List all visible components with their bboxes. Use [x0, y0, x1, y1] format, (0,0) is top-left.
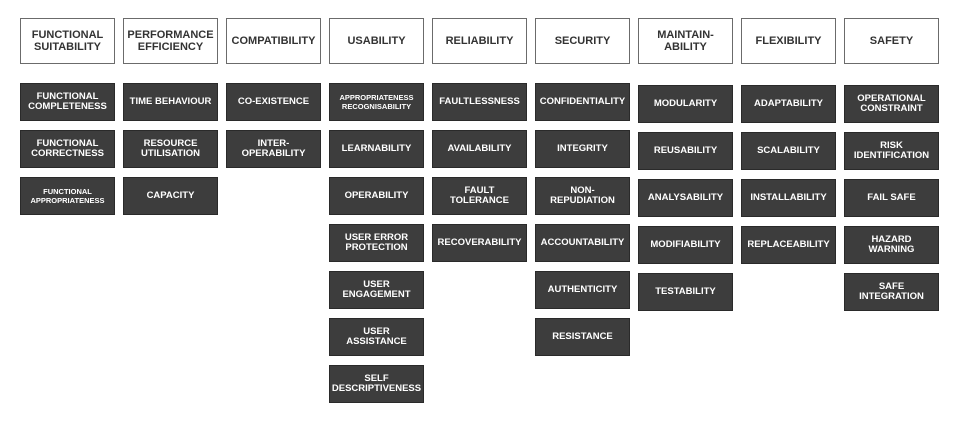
column-header: FUNCTIONAL SUITABILITY: [20, 18, 115, 64]
characteristic-box: HAZARD WARNING: [844, 226, 939, 264]
column-header: RELIABILITY: [432, 18, 527, 64]
characteristic-box: CAPACITY: [123, 177, 218, 215]
characteristic-box: TIME BEHAVIOUR: [123, 83, 218, 121]
characteristic-box: FAULTLESSNESS: [432, 83, 527, 121]
characteristic-box: ACCOUNTABILITY: [535, 224, 630, 262]
characteristic-box: INSTALLABILITY: [741, 179, 836, 217]
characteristic-box: APPROPRIATENESS RECOGNISABILITY: [329, 83, 424, 121]
characteristic-box: TESTABILITY: [638, 273, 733, 311]
column-header: USABILITY: [329, 18, 424, 64]
characteristic-box: FAULT TOLERANCE: [432, 177, 527, 215]
characteristic-box: AUTHENTICITY: [535, 271, 630, 309]
column-header: MAINTAIN- ABILITY: [638, 18, 733, 64]
characteristic-box: FUNCTIONAL APPROPRIATENESS: [20, 177, 115, 215]
characteristic-box: OPERABILITY: [329, 177, 424, 215]
characteristic-box: LEARNABILITY: [329, 130, 424, 168]
characteristic-box: RESISTANCE: [535, 318, 630, 356]
characteristic-box: USER ASSISTANCE: [329, 318, 424, 356]
characteristic-box: REUSABILITY: [638, 132, 733, 170]
characteristic-box: FUNCTIONAL CORRECTNESS: [20, 130, 115, 168]
characteristic-box: INTER- OPERABILITY: [226, 130, 321, 168]
column-header: FLEXIBILITY: [741, 18, 836, 64]
characteristic-box: AVAILABILITY: [432, 130, 527, 168]
characteristic-box: CONFIDENTIALITY: [535, 83, 630, 121]
characteristic-box: SAFE INTEGRATION: [844, 273, 939, 311]
characteristic-box: REPLACEABILITY: [741, 226, 836, 264]
characteristic-box: MODIFIABILITY: [638, 226, 733, 264]
characteristic-box: FUNCTIONAL COMPLETENESS: [20, 83, 115, 121]
characteristic-box: NON-REPUDIATION: [535, 177, 630, 215]
characteristic-box: SELF DESCRIPTIVENESS: [329, 365, 424, 403]
column-header: SAFETY: [844, 18, 939, 64]
characteristic-box: RESOURCE UTILISATION: [123, 130, 218, 168]
characteristic-box: ANALYSABILITY: [638, 179, 733, 217]
characteristic-box: RISK IDENTIFICATION: [844, 132, 939, 170]
characteristic-box: SCALABILITY: [741, 132, 836, 170]
characteristic-box: USER ENGAGEMENT: [329, 271, 424, 309]
characteristic-box: CO-EXISTENCE: [226, 83, 321, 121]
characteristic-box: MODULARITY: [638, 85, 733, 123]
column-header: COMPATIBILITY: [226, 18, 321, 64]
characteristic-box: OPERATIONAL CONSTRAINT: [844, 85, 939, 123]
column-header: PERFORMANCE EFFICIENCY: [123, 18, 218, 64]
characteristic-box: USER ERROR PROTECTION: [329, 224, 424, 262]
characteristic-box: ADAPTABILITY: [741, 85, 836, 123]
characteristic-box: RECOVERABILITY: [432, 224, 527, 262]
characteristic-box: FAIL SAFE: [844, 179, 939, 217]
characteristic-box: INTEGRITY: [535, 130, 630, 168]
column-header: SECURITY: [535, 18, 630, 64]
